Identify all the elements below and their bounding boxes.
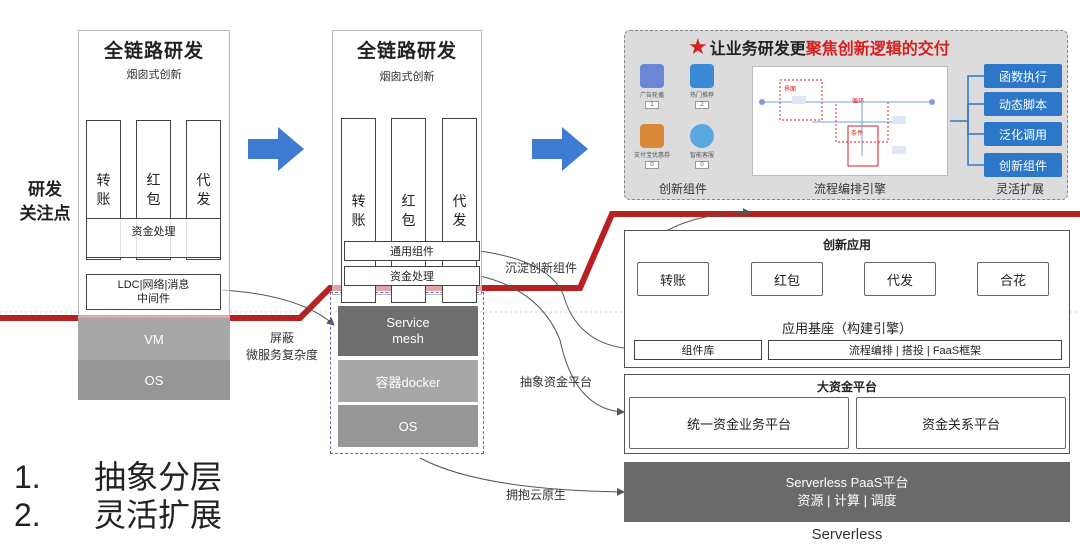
arrow-right-icon: [532, 127, 588, 171]
stage1-middleware: LDC|网络|消息 中间件: [86, 274, 221, 310]
component-name: 智能客服: [689, 153, 714, 159]
middleware-line1: LDC|网络|消息: [117, 279, 190, 291]
stage2-title: 全链路研发: [356, 41, 457, 62]
list-item: 2. 灵活扩展: [14, 496, 254, 534]
extension-dynamic-script: 动态脚本: [984, 92, 1062, 116]
component-count: 0: [695, 161, 709, 169]
component-tile: 广告轮播 1: [634, 64, 670, 116]
bottom-list: 1. 抽象分层 2. 灵活扩展: [14, 458, 254, 534]
stage2-service-mesh: Service mesh: [338, 306, 478, 356]
star-icon: ★: [688, 34, 708, 59]
list-item-text: 抽象分层: [94, 459, 223, 495]
extension-connectors: [950, 75, 984, 166]
mesh-line1: Service: [386, 315, 430, 330]
app-payroll: 代发: [864, 262, 936, 296]
component-name: 广告轮播: [639, 93, 664, 99]
abstract-fund-label: 抽象资金平台: [520, 375, 593, 389]
fund-platform-title: 大资金平台: [816, 380, 877, 394]
app-redpacket: 红包: [751, 262, 823, 296]
shield-label: 屏蔽 微服务复杂度: [232, 330, 332, 364]
arrow-right-icon: [248, 127, 304, 171]
component-tile: 智能客服 0: [684, 124, 720, 176]
serverless-footer: Serverless: [811, 526, 883, 543]
stage2-common-components: 通用组件: [344, 241, 480, 261]
list-item: 1. 抽象分层: [14, 458, 254, 496]
stage1-fund-processing: 资金处理: [86, 218, 221, 258]
mesh-line2: mesh: [392, 331, 424, 346]
extension-function-exec: 函数执行: [984, 64, 1062, 88]
column-label: 转账: [96, 172, 111, 207]
flow-engine-canvas: [752, 66, 948, 176]
paas-line1: Serverless PaaS平台: [785, 475, 909, 490]
component-name: 支付宝优惠券: [634, 153, 671, 159]
app-transfer: 转账: [637, 262, 709, 296]
column-label: 红包: [401, 192, 416, 228]
middleware-line2: 中间件: [137, 293, 170, 305]
component-tile: 热门推荐 2: [684, 64, 720, 116]
focus-label: 研发 关注点: [10, 178, 80, 226]
component-library: 组件库: [634, 340, 762, 360]
stage1-os: OS: [78, 360, 230, 400]
component-count: 1: [645, 101, 659, 109]
app-huahua: 合花: [977, 262, 1049, 296]
stage2-docker: 容器docker: [338, 360, 478, 402]
extension-generic-call: 泛化调用: [984, 122, 1062, 146]
flow-tag: 循环: [852, 99, 865, 105]
innovation-app-title: 创新应用: [822, 238, 871, 252]
component-tile: 支付宝优惠券 0: [634, 124, 670, 176]
list-item-text: 灵活扩展: [94, 497, 223, 533]
stage2-subtitle: 烟囱式创新: [379, 71, 435, 83]
heading-highlight: 聚焦创新逻辑的交付: [805, 41, 950, 58]
flow-engine-label: 流程编排引擎: [813, 182, 886, 196]
embrace-cloud-label: 拥抱云原生: [506, 488, 567, 502]
unified-fund-platform: 统一资金业务平台: [629, 397, 849, 449]
stage2-os: OS: [338, 405, 478, 447]
stage1-title: 全链路研发: [103, 41, 204, 62]
stage2-fund-processing: 资金处理: [344, 266, 480, 286]
chatbot-icon: [690, 124, 714, 148]
flow-diagram: [759, 79, 935, 167]
carousel-icon: [640, 64, 664, 88]
flow-tag: 界面: [784, 87, 797, 93]
flow-framework: 流程编排 | 搭投 | FaaS框架: [768, 340, 1062, 360]
fund-label: 资金处理: [131, 226, 176, 238]
component-count: 2: [695, 101, 709, 109]
flow-tag: 条件: [851, 131, 864, 137]
extend-label: 灵活扩展: [995, 182, 1044, 196]
shield-label-line1: 屏蔽: [269, 331, 294, 345]
extension-innovation-comp: 创新组件: [984, 153, 1062, 177]
list-item-number: 1.: [14, 459, 41, 495]
column-label: 红包: [146, 172, 161, 207]
column-label: 代发: [196, 172, 211, 207]
recommend-icon: [690, 64, 714, 88]
focus-label-line1: 研发: [28, 180, 62, 199]
shield-label-line2: 微服务复杂度: [245, 348, 318, 362]
list-item-number: 2.: [14, 497, 41, 533]
component-count: 0: [645, 161, 659, 169]
stage1-vm: VM: [78, 318, 230, 360]
column-label: 转账: [351, 192, 366, 228]
precipitate-label: 沉淀创新组件: [505, 261, 578, 275]
paas-line2: 资源 | 计算 | 调度: [797, 493, 897, 508]
coupon-icon: [640, 124, 664, 148]
focus-label-line2: 关注点: [19, 204, 71, 223]
component-name: 热门推荐: [689, 93, 714, 99]
fund-relation-platform: 资金关系平台: [856, 397, 1066, 449]
serverless-paas: Serverless PaaS平台 资源 | 计算 | 调度: [624, 462, 1070, 522]
heading-prefix: 让业务研发更: [709, 41, 806, 58]
components-label: 创新组件: [658, 182, 707, 196]
stage1-subtitle: 烟囱式创新: [126, 69, 182, 81]
app-base-label: 应用基座（构建引擎）: [781, 321, 912, 336]
innovation-heading: ★ 让业务研发更 聚焦创新逻辑的交付: [688, 34, 1068, 60]
column-label: 代发: [452, 192, 467, 228]
